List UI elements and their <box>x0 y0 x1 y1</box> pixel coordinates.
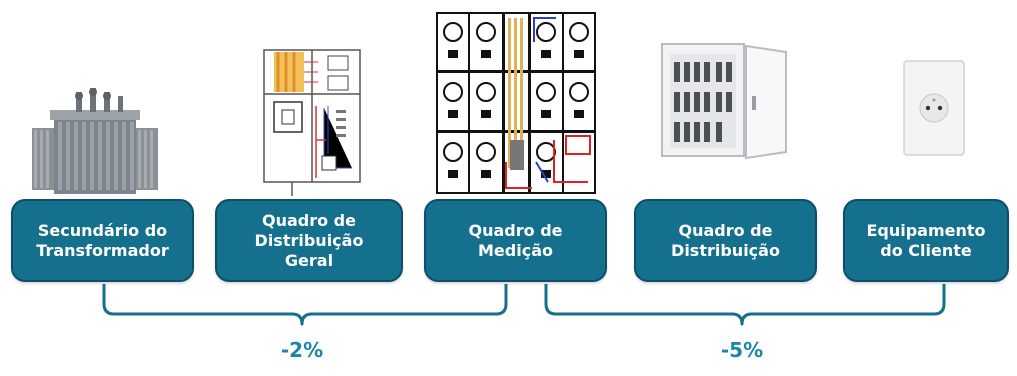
step-metering-board: Quadro de Medição <box>424 199 607 282</box>
step-distribution-board: Quadro de Distribuição <box>634 199 817 282</box>
voltage-drop-value-2: -5% <box>720 338 764 362</box>
bracket-segment-2 <box>544 284 946 326</box>
step-general-distribution-board: Quadro de Distribuição Geral <box>215 199 403 282</box>
transformer-icon <box>32 88 158 194</box>
voltage-drop-value-1: -2% <box>280 338 324 362</box>
power-outlet-icon <box>903 60 965 156</box>
step-secondary-transformer: Secundário do Transformador <box>11 199 194 282</box>
step-customer-equipment: Equipamento do Cliente <box>843 199 1009 282</box>
bracket-segment-1 <box>102 284 508 326</box>
general-distribution-board-icon <box>263 49 361 196</box>
metering-board-icon <box>436 12 596 194</box>
distribution-panel-icon <box>661 43 787 160</box>
